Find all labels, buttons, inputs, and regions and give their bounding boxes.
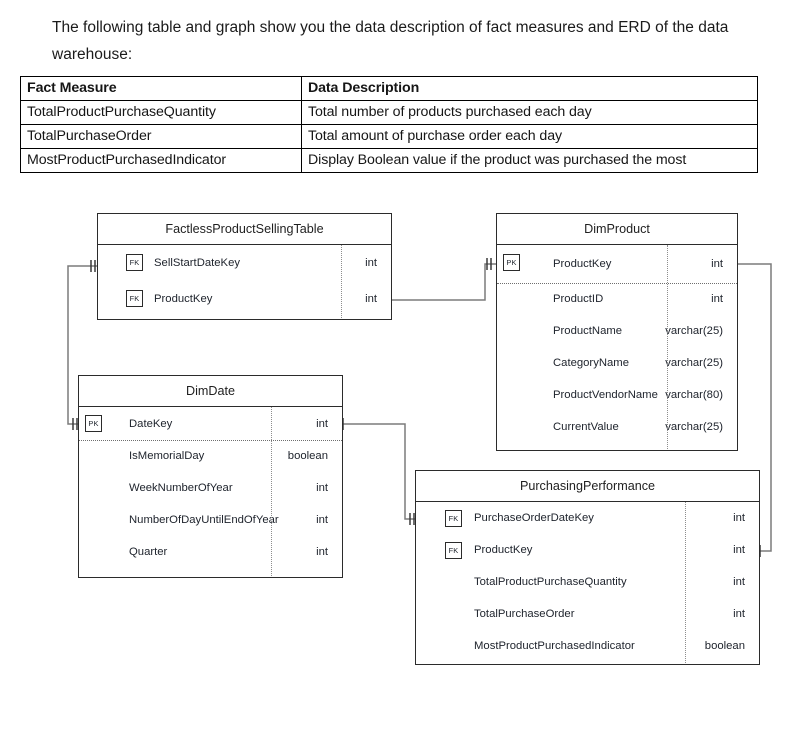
table-row: TotalProductPurchaseQuantity Total numbe… [20,100,758,125]
attribute-name: CategoryName [553,357,629,369]
attribute-name: PurchaseOrderDateKey [474,512,594,524]
attribute-type: boolean [287,450,328,462]
pk-icon: PK [503,254,520,271]
attribute-type: boolean [704,640,745,652]
fk-icon: FK [445,542,462,559]
attribute-row[interactable]: NumberOfDayUntilEndOfYear int [79,504,342,536]
attribute-name: SellStartDateKey [154,257,241,269]
fk-icon: FK [445,510,462,527]
attribute-type: varchar(25) [665,325,723,337]
pk-separator [497,283,737,284]
table-row: MostProductPurchasedIndicator Display Bo… [20,148,758,173]
attribute-row[interactable]: PK DateKey int [79,407,342,440]
entity-body: PK DateKey int IsMemorialDay boolean Wee… [79,407,342,576]
attribute-row[interactable]: MostProductPurchasedIndicator boolean [416,630,759,662]
attribute-name: IsMemorialDay [129,450,205,462]
attribute-name: CurrentValue [553,421,619,433]
entity-purchasing-performance[interactable]: PurchasingPerformance FK PurchaseOrderDa… [415,470,760,665]
intro-paragraph: The following table and graph show you t… [52,19,729,63]
attribute-name: MostProductPurchasedIndicator [474,640,635,652]
fk-icon: FK [126,290,143,307]
cell-fact-measure: MostProductPurchasedIndicator [20,148,302,173]
cell-data-description: Total amount of purchase order each day [301,124,758,149]
relationship-dimdate-to-purchasing [343,423,415,520]
attribute-type: int [316,546,328,558]
attribute-type: int [365,257,377,269]
attribute-row[interactable]: ProductVendorName varchar(80) [497,379,737,411]
cell-fact-measure: TotalProductPurchaseQuantity [20,100,302,125]
attribute-type: int [316,482,328,494]
attribute-type: int [711,258,723,270]
attribute-row[interactable]: FK SellStartDateKey int [98,245,391,281]
cell-data-description: Display Boolean value if the product was… [301,148,758,173]
attribute-name: Quarter [129,546,168,558]
entity-dim-product[interactable]: DimProduct PK ProductKey int ProductID i… [496,213,738,451]
attribute-row[interactable]: PK ProductKey int [497,245,737,283]
attribute-name: DateKey [129,417,173,430]
attribute-name: TotalPurchaseOrder [474,608,575,620]
entity-title: PurchasingPerformance [416,471,759,502]
attribute-row[interactable]: ProductID int [497,283,737,315]
entity-title: DimDate [79,376,342,407]
attribute-type: int [733,544,745,556]
attribute-type: int [316,417,328,430]
entity-factless-product-selling-table[interactable]: FactlessProductSellingTable FK SellStart… [97,213,392,320]
attribute-type: int [733,512,745,524]
attribute-name: ProductKey [154,293,213,305]
attribute-row[interactable]: WeekNumberOfYear int [79,472,342,504]
attribute-row[interactable]: FK PurchaseOrderDateKey int [416,502,759,534]
attribute-row[interactable]: FK ProductKey int [416,534,759,566]
attribute-type: int [733,608,745,620]
cell-fact-measure: TotalPurchaseOrder [20,124,302,149]
attribute-name: NumberOfDayUntilEndOfYear [129,514,279,526]
cell-data-description: Total number of products purchased each … [301,100,758,125]
entity-dim-date[interactable]: DimDate PK DateKey int IsMemorialDay boo… [78,375,343,578]
attribute-type: varchar(25) [665,421,723,433]
attribute-row[interactable]: FK ProductKey int [98,281,391,317]
attribute-name: ProductKey [553,258,612,270]
attribute-name: TotalProductPurchaseQuantity [474,576,627,588]
column-divider [667,245,668,449]
pk-icon: PK [85,415,102,432]
attribute-type: int [733,576,745,588]
attribute-type: varchar(80) [665,389,723,401]
attribute-name: WeekNumberOfYear [129,482,233,494]
column-divider [271,407,272,576]
attribute-row[interactable]: CategoryName varchar(25) [497,347,737,379]
attribute-type: int [365,293,377,305]
attribute-type: int [711,293,723,305]
column-divider [341,245,342,318]
attribute-type: int [316,514,328,526]
fact-measure-table: Fact Measure Data Description TotalProdu… [20,76,758,173]
relationship-factless-to-dimproduct [392,263,496,301]
attribute-row[interactable]: Quarter int [79,536,342,568]
attribute-row[interactable]: TotalProductPurchaseQuantity int [416,566,759,598]
attribute-name: ProductKey [474,544,533,556]
attribute-row[interactable]: IsMemorialDay boolean [79,440,342,472]
column-header-fact-measure: Fact Measure [20,76,302,101]
attribute-row[interactable]: ProductName varchar(25) [497,315,737,347]
attribute-name: ProductVendorName [553,389,658,401]
column-divider [685,502,686,663]
entity-body: PK ProductKey int ProductID int ProductN… [497,245,737,449]
entity-title: DimProduct [497,214,737,245]
attribute-name: ProductName [553,325,623,337]
entity-body: FK SellStartDateKey int FK ProductKey in… [98,245,391,318]
attribute-row[interactable]: TotalPurchaseOrder int [416,598,759,630]
fk-icon: FK [126,254,143,271]
table-header-row: Fact Measure Data Description [20,76,758,101]
attribute-type: varchar(25) [665,357,723,369]
table-row: TotalPurchaseOrder Total amount of purch… [20,124,758,149]
entity-title: FactlessProductSellingTable [98,214,391,245]
column-header-data-description: Data Description [301,76,758,101]
entity-body: FK PurchaseOrderDateKey int FK ProductKe… [416,502,759,663]
attribute-row[interactable]: CurrentValue varchar(25) [497,411,737,443]
attribute-name: ProductID [553,293,604,305]
pk-separator [79,440,342,441]
